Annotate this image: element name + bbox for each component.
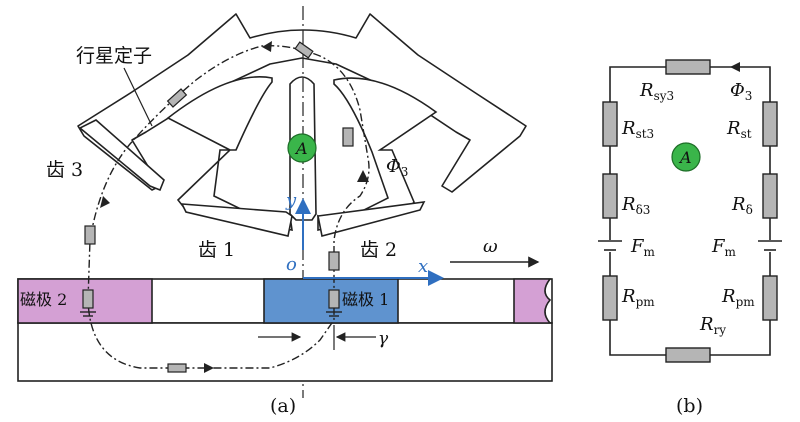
flux-path: [87, 45, 370, 369]
label-f-m-left: Fm: [630, 236, 656, 259]
source-fm-right: [758, 240, 782, 252]
tooth1-shoe: [180, 203, 293, 237]
node-a-circle: [287, 133, 317, 163]
tooth2-label: 齿 2: [360, 239, 397, 261]
label-r-pm-right: Rpm: [721, 286, 755, 309]
planetary-stator: [77, 13, 527, 237]
rotor: [17, 278, 553, 382]
label-r-pm-left: Rpm: [621, 286, 655, 309]
label-f-m-right: Fm: [711, 236, 737, 259]
flux-arrow-right: [357, 170, 369, 182]
path-resistor-magnet2: [82, 289, 94, 309]
flux-arrow-b: [730, 62, 740, 72]
path-resistor-tooth2: [342, 127, 354, 147]
y-axis-label: y: [285, 190, 297, 211]
magnet-right-partial: [513, 278, 552, 324]
panel-a: A y x o ω γ Φ3 行星定子 齿 3 齿 1 齿 2 磁极 1 磁极 …: [17, 6, 553, 417]
panel-b: Φ3 A Rsy3 Rst3 Rst Rδ3 Rδ Fm Fm Rpm Rpm …: [598, 59, 782, 417]
resistor-r-pm-left: [602, 275, 618, 321]
origin-label: o: [286, 254, 297, 275]
label-r-d3: Rδ3: [621, 194, 650, 217]
path-resistor-tooth3: [84, 225, 96, 245]
resistor-r-st3: [602, 101, 618, 147]
flux-arrow-top: [262, 41, 272, 52]
resistor-r-pm-right: [762, 275, 778, 321]
omega-label: ω: [483, 236, 498, 257]
node-a-label-b: A: [678, 148, 692, 167]
path-resistor-magnet1: [328, 289, 340, 309]
flux-label-b: Φ3: [730, 80, 752, 103]
flux-arrow-bottom: [204, 363, 214, 373]
resistor-r-st: [762, 101, 778, 147]
x-axis-label: x: [418, 256, 428, 277]
gamma-label: γ: [378, 329, 389, 349]
resistor-r-ry: [665, 347, 711, 363]
label-r-st: Rst: [726, 118, 752, 141]
resistor-r-sy3: [665, 59, 711, 75]
magnet2-label: 磁极 2: [20, 290, 67, 309]
stator-label: 行星定子: [76, 45, 152, 67]
flux-label-a: Φ3: [386, 156, 408, 179]
tooth3-label: 齿 3: [46, 159, 83, 181]
label-r-ry: Rry: [699, 314, 726, 337]
rotor-base: [17, 322, 553, 382]
path-resistors: [80, 41, 354, 373]
circuit-loop: [609, 66, 771, 356]
path-resistor-top: [294, 41, 314, 59]
tooth2-shoe: [317, 201, 426, 237]
magnet1-label: 磁极 1: [342, 290, 389, 309]
label-r-d: Rδ: [731, 194, 753, 217]
label-r-sy3: Rsy3: [639, 80, 674, 103]
path-resistor-yoke: [166, 88, 188, 108]
tooth1-label: 齿 1: [198, 239, 235, 261]
source-fm-left: [598, 240, 622, 252]
path-resistor-rotor: [167, 363, 187, 373]
stator-leader: [123, 67, 153, 127]
node-a-label: A: [294, 139, 308, 158]
path-resistor-gap: [328, 251, 340, 271]
resistor-r-d: [762, 173, 778, 219]
resistor-r-d3: [602, 173, 618, 219]
flux-arrow-left: [100, 196, 110, 208]
caption-a: (a): [270, 395, 296, 417]
node-a-circle-b: [671, 142, 701, 172]
caption-b: (b): [676, 395, 703, 417]
label-r-st3: Rst3: [621, 118, 654, 141]
